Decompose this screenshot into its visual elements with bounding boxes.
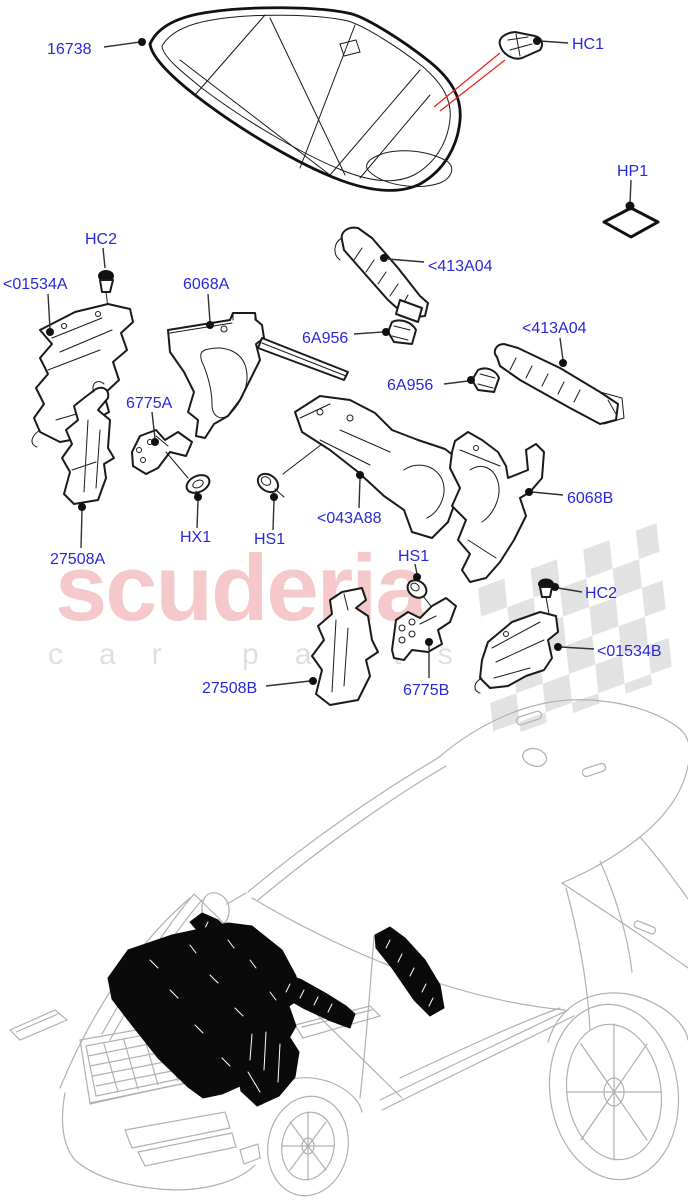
part-wheelhouse-6068b bbox=[449, 431, 545, 583]
leader-6a956-upper bbox=[353, 328, 390, 336]
part-insulator-01534b bbox=[474, 611, 559, 694]
leader-27508a bbox=[78, 503, 86, 549]
part-screw-hs1-left bbox=[256, 443, 323, 498]
callout-6a956-upper[interactable]: 6A956 bbox=[302, 330, 348, 347]
callout-6a956-lower[interactable]: 6A956 bbox=[387, 377, 433, 394]
leader-6a956-lower bbox=[443, 376, 475, 385]
callout-27508a[interactable]: 27508A bbox=[50, 551, 105, 568]
callout-6775b[interactable]: 6775B bbox=[403, 682, 449, 699]
rear-wheel bbox=[547, 992, 688, 1181]
part-wedge-6a956-lower bbox=[471, 367, 500, 393]
side-mirror bbox=[201, 892, 230, 927]
callout-hx1[interactable]: HX1 bbox=[180, 529, 211, 546]
part-hood-insulation-panel bbox=[148, 6, 462, 192]
leader-lines bbox=[46, 37, 635, 687]
part-clip-hc1 bbox=[498, 31, 544, 60]
callout-16738[interactable]: 16738 bbox=[47, 41, 92, 58]
watermark-tagline-text: car parts bbox=[48, 638, 489, 671]
roof-antenna bbox=[522, 747, 547, 767]
left-headlight bbox=[8, 1009, 69, 1041]
leader-6775b bbox=[425, 638, 433, 678]
callout-01534b[interactable]: <01534B bbox=[597, 643, 662, 660]
callout-413a04-upper[interactable]: <413A04 bbox=[428, 258, 493, 275]
callout-27508b[interactable]: 27508B bbox=[202, 680, 257, 697]
leader-6775a bbox=[151, 411, 159, 446]
leader-hc2-upper bbox=[102, 247, 106, 269]
vehicle-illustration bbox=[8, 699, 688, 1197]
highlight-cowl-strip-right bbox=[271, 972, 356, 1029]
front-wheel bbox=[261, 1077, 363, 1197]
leader-hp1 bbox=[625, 179, 635, 211]
callout-6775a[interactable]: 6775A bbox=[126, 395, 173, 412]
callout-hc2-lower[interactable]: HC2 bbox=[585, 585, 617, 602]
part-pushpin-hx1 bbox=[185, 474, 211, 497]
leader-hc1 bbox=[533, 37, 569, 45]
leader-16738 bbox=[103, 38, 146, 48]
callout-6068b[interactable]: 6068B bbox=[567, 490, 613, 507]
leader-6068b bbox=[525, 488, 564, 496]
part-wheelhouse-6068a bbox=[167, 312, 349, 439]
part-bracket-6775a bbox=[131, 429, 193, 479]
part-fastener-hc2-lower bbox=[538, 578, 554, 615]
part-insulator-27508b bbox=[311, 587, 379, 706]
leader-413a04-lower bbox=[559, 337, 567, 367]
vehicle-highlighted-parts bbox=[107, 912, 445, 1107]
callout-hc1[interactable]: HC1 bbox=[572, 36, 604, 53]
callout-hc2-upper[interactable]: HC2 bbox=[85, 231, 117, 248]
leader-hs1-left bbox=[270, 493, 278, 531]
leader-043a88 bbox=[356, 471, 364, 509]
highlight-cowl-strip-far-right bbox=[374, 926, 445, 1017]
checkered-flag-watermark bbox=[478, 523, 673, 742]
leader-6068a bbox=[206, 293, 214, 329]
callout-hp1[interactable]: HP1 bbox=[617, 163, 648, 180]
leader-hs1-lower bbox=[413, 563, 421, 581]
reference-lines bbox=[433, 52, 506, 112]
part-cowl-panel-413a04-lower bbox=[493, 343, 625, 425]
callout-6068a[interactable]: 6068A bbox=[183, 276, 230, 293]
leader-413a04-upper bbox=[380, 254, 425, 263]
callout-01534a[interactable]: <01534A bbox=[3, 276, 68, 293]
part-pad-hp1 bbox=[602, 206, 660, 239]
callout-413a04-lower[interactable]: <413A04 bbox=[522, 320, 587, 337]
part-bracket-6775b bbox=[391, 597, 457, 661]
leader-01534b bbox=[554, 643, 595, 651]
leader-01534a bbox=[46, 293, 54, 336]
watermark-brand-text: scuderia bbox=[55, 535, 428, 640]
part-insulator-27508a bbox=[61, 381, 115, 505]
callout-043a88[interactable]: <043A88 bbox=[317, 510, 382, 527]
leader-27508b bbox=[265, 677, 317, 687]
leader-hc2-lower bbox=[551, 583, 583, 593]
part-cowl-panel-413a04-upper bbox=[334, 226, 429, 323]
part-wedge-6a956-upper bbox=[387, 319, 417, 345]
front-bumper bbox=[61, 1079, 261, 1191]
leader-hx1 bbox=[194, 493, 202, 529]
callout-labels: 16738 HC1 HP1 HC2 <01534A 6068A <413A04 … bbox=[3, 36, 662, 699]
callout-hs1-lower[interactable]: HS1 bbox=[398, 548, 429, 565]
door-handle bbox=[633, 920, 657, 935]
parts-artwork bbox=[31, 6, 660, 706]
callout-hs1-left[interactable]: HS1 bbox=[254, 531, 285, 548]
